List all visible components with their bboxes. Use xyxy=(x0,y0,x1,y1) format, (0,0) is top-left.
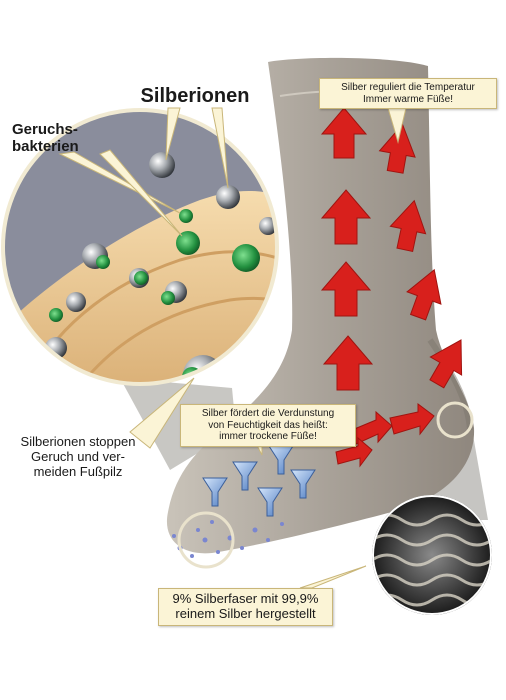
green-bacteria-icon xyxy=(134,271,148,285)
stop-line-2: Geruch und ver- xyxy=(31,448,125,464)
heat-arrow-icon xyxy=(389,403,435,436)
silver-sphere-icon xyxy=(66,292,86,312)
magnified-circle-rim xyxy=(1,108,279,386)
evaporation-line-3: immer trockene Füße! xyxy=(219,431,317,442)
blue-droplet-funnel-icon xyxy=(202,477,228,507)
stop-line-3: meiden Fußpilz xyxy=(33,463,123,479)
stop-line-1: Silberionen stoppen xyxy=(20,434,136,449)
evaporation-callout: Silber fördert die Verdunstung von Feuch… xyxy=(180,404,356,447)
fiber-zoom-rim xyxy=(372,495,492,615)
blue-droplet-funnel-icon xyxy=(232,461,258,491)
sock-heel-shadow xyxy=(427,338,473,431)
odor-bacteria-label: Geruchs- bakterien xyxy=(12,121,124,156)
foot-skin xyxy=(4,191,276,383)
silver-sphere-icon xyxy=(149,152,175,178)
green-bacteria-icon xyxy=(232,244,260,272)
heat-arrow-icon xyxy=(406,268,442,321)
odor-bacteria-line-1: Geruchs- xyxy=(12,121,78,138)
moisture-dots xyxy=(172,520,284,558)
moisture-zoom-ring xyxy=(177,511,235,569)
heat-arrow-icon xyxy=(320,107,368,159)
heat-arrow-icon xyxy=(320,189,372,245)
evaporation-line-2: von Feuchtigkeit das heißt: xyxy=(208,419,328,431)
silver-stop-odor-label: Silberionen stoppen Geruch und ver- meid… xyxy=(8,434,148,480)
silver-ions-label: Silberionen xyxy=(140,85,250,107)
fiber-line-2: reinem Silber hergestellt xyxy=(175,605,316,621)
green-bacteria-icon xyxy=(176,231,200,255)
temperature-line-2: Immer warme Füße! xyxy=(362,93,453,105)
green-bacteria-icon xyxy=(161,291,175,305)
heat-arrows xyxy=(320,107,463,468)
silver-sphere-icon xyxy=(216,185,240,209)
heat-arrow-icon xyxy=(378,123,416,174)
heat-arrow-icon xyxy=(335,436,373,468)
silver-fiber-callout: 9% Silberfaser mit 99,9% reinem Silber h… xyxy=(158,588,333,626)
heat-arrow-icon xyxy=(429,339,463,389)
odor-bacteria-line-2: bakterien xyxy=(12,138,79,156)
evaporation-line-1: Silber fördert die Verdunstung xyxy=(201,408,335,419)
silver-sphere-icon xyxy=(259,217,276,235)
blue-droplet-funnel-icon xyxy=(290,469,316,499)
heat-arrow-icon xyxy=(320,261,372,317)
temperature-line-1: Silber reguliert die Temperatur xyxy=(341,82,475,93)
fiber-zoom-ring xyxy=(436,401,474,439)
heat-arrow-icon xyxy=(322,335,374,391)
heat-arrow-icon xyxy=(389,199,427,253)
fiber-line-1: 9% Silberfaser mit 99,9% xyxy=(172,591,319,606)
green-bacteria-icon xyxy=(49,308,63,322)
moisture-funnels xyxy=(202,445,316,517)
silver-fiber-zoom xyxy=(372,495,492,615)
blue-droplet-funnel-icon xyxy=(257,487,283,517)
temperature-callout: Silber reguliert die Temperatur Immer wa… xyxy=(319,78,497,109)
green-bacteria-icon xyxy=(96,255,110,269)
green-bacteria-icon xyxy=(179,209,193,223)
